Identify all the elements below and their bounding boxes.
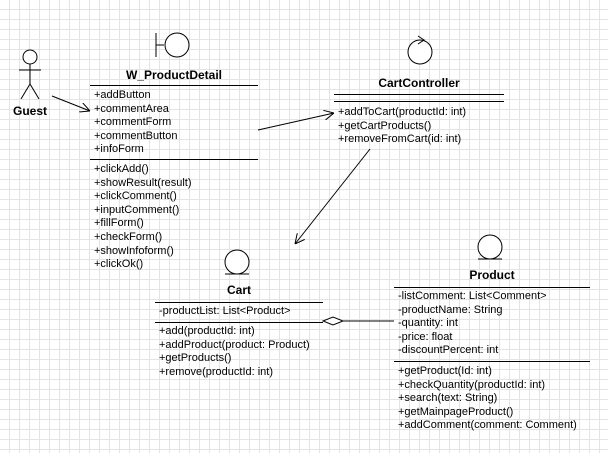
attribute: -listComment: List<Comment> [398,290,547,302]
attribute: -discountPercent: int [398,344,499,357]
attribute-list: -productList: List<Product> [159,305,290,319]
operation: +showResult(result) [94,176,192,189]
actor-guest-label: Guest [13,104,48,118]
operation: +removeFromCart(id: int) [338,133,462,146]
entity-icon [224,249,250,275]
class-name: W_ProductDetail [125,68,222,82]
class-name: CartController [378,76,460,90]
class-name: Cart [226,283,251,297]
operation: +addToCart(productId: int) [338,106,467,118]
operation: +clickOk() [94,258,144,271]
class-divider [334,101,504,102]
operation-list: +getProduct(Id: int) +checkQuantity(prod… [398,365,577,433]
class-divider [334,94,504,95]
attribute: +addButton [94,89,151,101]
operation: +clickAdd() [94,163,149,175]
attribute: +commentForm [94,116,172,129]
operation: +getMainpageProduct() [398,405,514,418]
operation: +fillForm() [94,217,144,230]
operation: +inputComment() [94,203,180,216]
class-divider [394,361,590,362]
operation: +addProduct(product: Product) [159,338,310,351]
controller-to-cart-arrow [295,148,371,244]
boundary-to-controller-arrow [257,113,334,131]
actor-stick-figure-icon [19,49,41,100]
attribute: +commentButton [94,129,178,142]
operation: +add(productId: int) [159,325,255,337]
operation: +getCartProducts() [338,119,432,132]
class-divider [90,159,258,160]
class-divider [155,322,323,323]
control-icon [407,35,433,65]
operation: +showInfoform() [94,244,174,257]
operation: +checkQuantity(productId: int) [398,378,546,391]
operation-list: +add(productId: int) +addProduct(product… [159,325,310,379]
operation: +getProduct(Id: int) [398,365,492,377]
operation-list: +addToCart(productId: int) +getCartProdu… [338,106,466,147]
operation: +getProducts() [159,352,232,365]
attribute-list: -listComment: List<Comment> -productName… [398,290,547,358]
attribute: -productList: List<Product> [159,305,291,317]
entity-icon [477,234,503,260]
attribute: +infoForm [94,143,144,156]
aggregation-diamond-icon [321,316,345,326]
operation: +clickComment() [94,190,177,203]
class-name: Product [469,268,515,282]
attribute-list: +addButton +commentArea +commentForm +co… [94,89,177,157]
operation-list: +clickAdd() +showResult(result) +clickCo… [94,163,192,272]
guest-to-boundary-arrow [51,95,90,111]
attribute: -price: float [398,330,453,343]
operation: +checkForm() [94,230,163,243]
class-divider [394,287,590,288]
operation: +remove(productId: int) [159,365,274,378]
attribute: +commentArea [94,102,169,115]
operation: +search(text: String) [398,392,498,405]
operation: +addComment(comment: Comment) [398,419,577,432]
attribute: -quantity: int [398,317,458,330]
class-divider [90,85,258,86]
boundary-icon [155,32,190,58]
class-divider [155,302,323,303]
attribute: -productName: String [398,303,503,316]
